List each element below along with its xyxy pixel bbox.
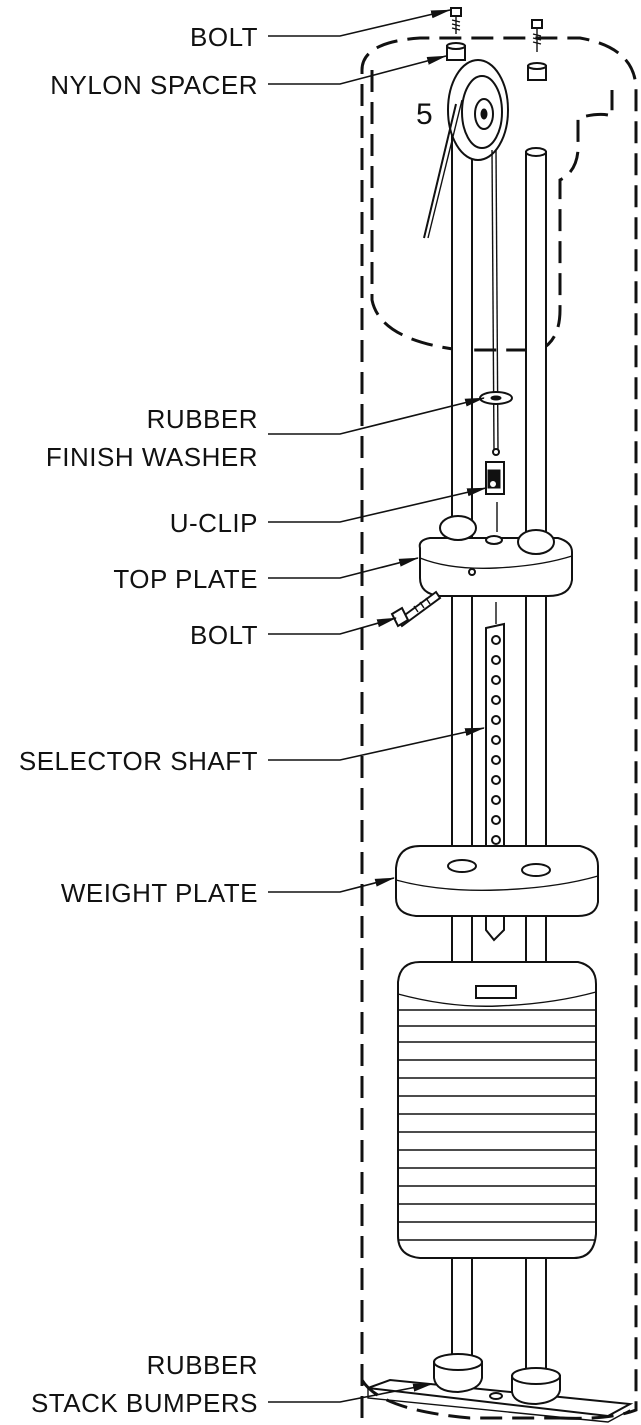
top-bolt-left — [450, 7, 462, 34]
side-bolt — [390, 590, 442, 628]
upper-housing-outline — [370, 70, 614, 352]
leader-bolt-top — [268, 9, 451, 37]
rubber-stack-bumper-left — [433, 1353, 483, 1394]
weight-plate — [395, 845, 599, 917]
cable — [491, 149, 500, 456]
leader-lines — [268, 9, 487, 1403]
leader-u-clip — [268, 487, 487, 523]
leader-rubber-stack-bumpers — [268, 1383, 433, 1403]
label-weight-plate: WEIGHT PLATE — [61, 878, 258, 908]
leader-selector-shaft — [268, 727, 485, 761]
leader-bolt-side — [268, 617, 397, 635]
label-rubber-finish-washer-2: FINISH WASHER — [46, 442, 258, 472]
label-u-clip: U-CLIP — [170, 508, 258, 538]
rubber-finish-washer — [479, 391, 513, 405]
label-rubber-stack-bumpers-1: RUBBER — [147, 1350, 258, 1380]
label-bolt-top: BOLT — [190, 22, 258, 52]
leader-rubber-finish-washer — [268, 397, 485, 435]
label-rubber-stack-bumpers-2: STACK BUMPERS — [31, 1388, 258, 1418]
top-bolt-right — [531, 19, 543, 52]
leader-weight-plate — [268, 877, 395, 893]
step-number: 5 — [416, 98, 433, 131]
u-clip-part — [485, 461, 505, 495]
label-bolt-side: BOLT — [190, 620, 258, 650]
weight-stack — [397, 961, 597, 1259]
base-channel — [367, 1378, 634, 1423]
leader-nylon-spacer — [268, 55, 447, 85]
pulley — [423, 59, 509, 239]
top-plate — [418, 502, 573, 597]
label-top-plate: TOP PLATE — [113, 564, 258, 594]
label-selector-shaft: SELECTOR SHAFT — [19, 746, 258, 776]
label-nylon-spacer: NYLON SPACER — [50, 70, 258, 100]
rubber-stack-bumper-right — [511, 1367, 561, 1406]
nylon-spacer-right — [527, 62, 547, 81]
label-rubber-finish-washer-1: RUBBER — [147, 404, 258, 434]
nylon-spacer-left — [446, 42, 466, 61]
leader-top-plate — [268, 557, 419, 579]
